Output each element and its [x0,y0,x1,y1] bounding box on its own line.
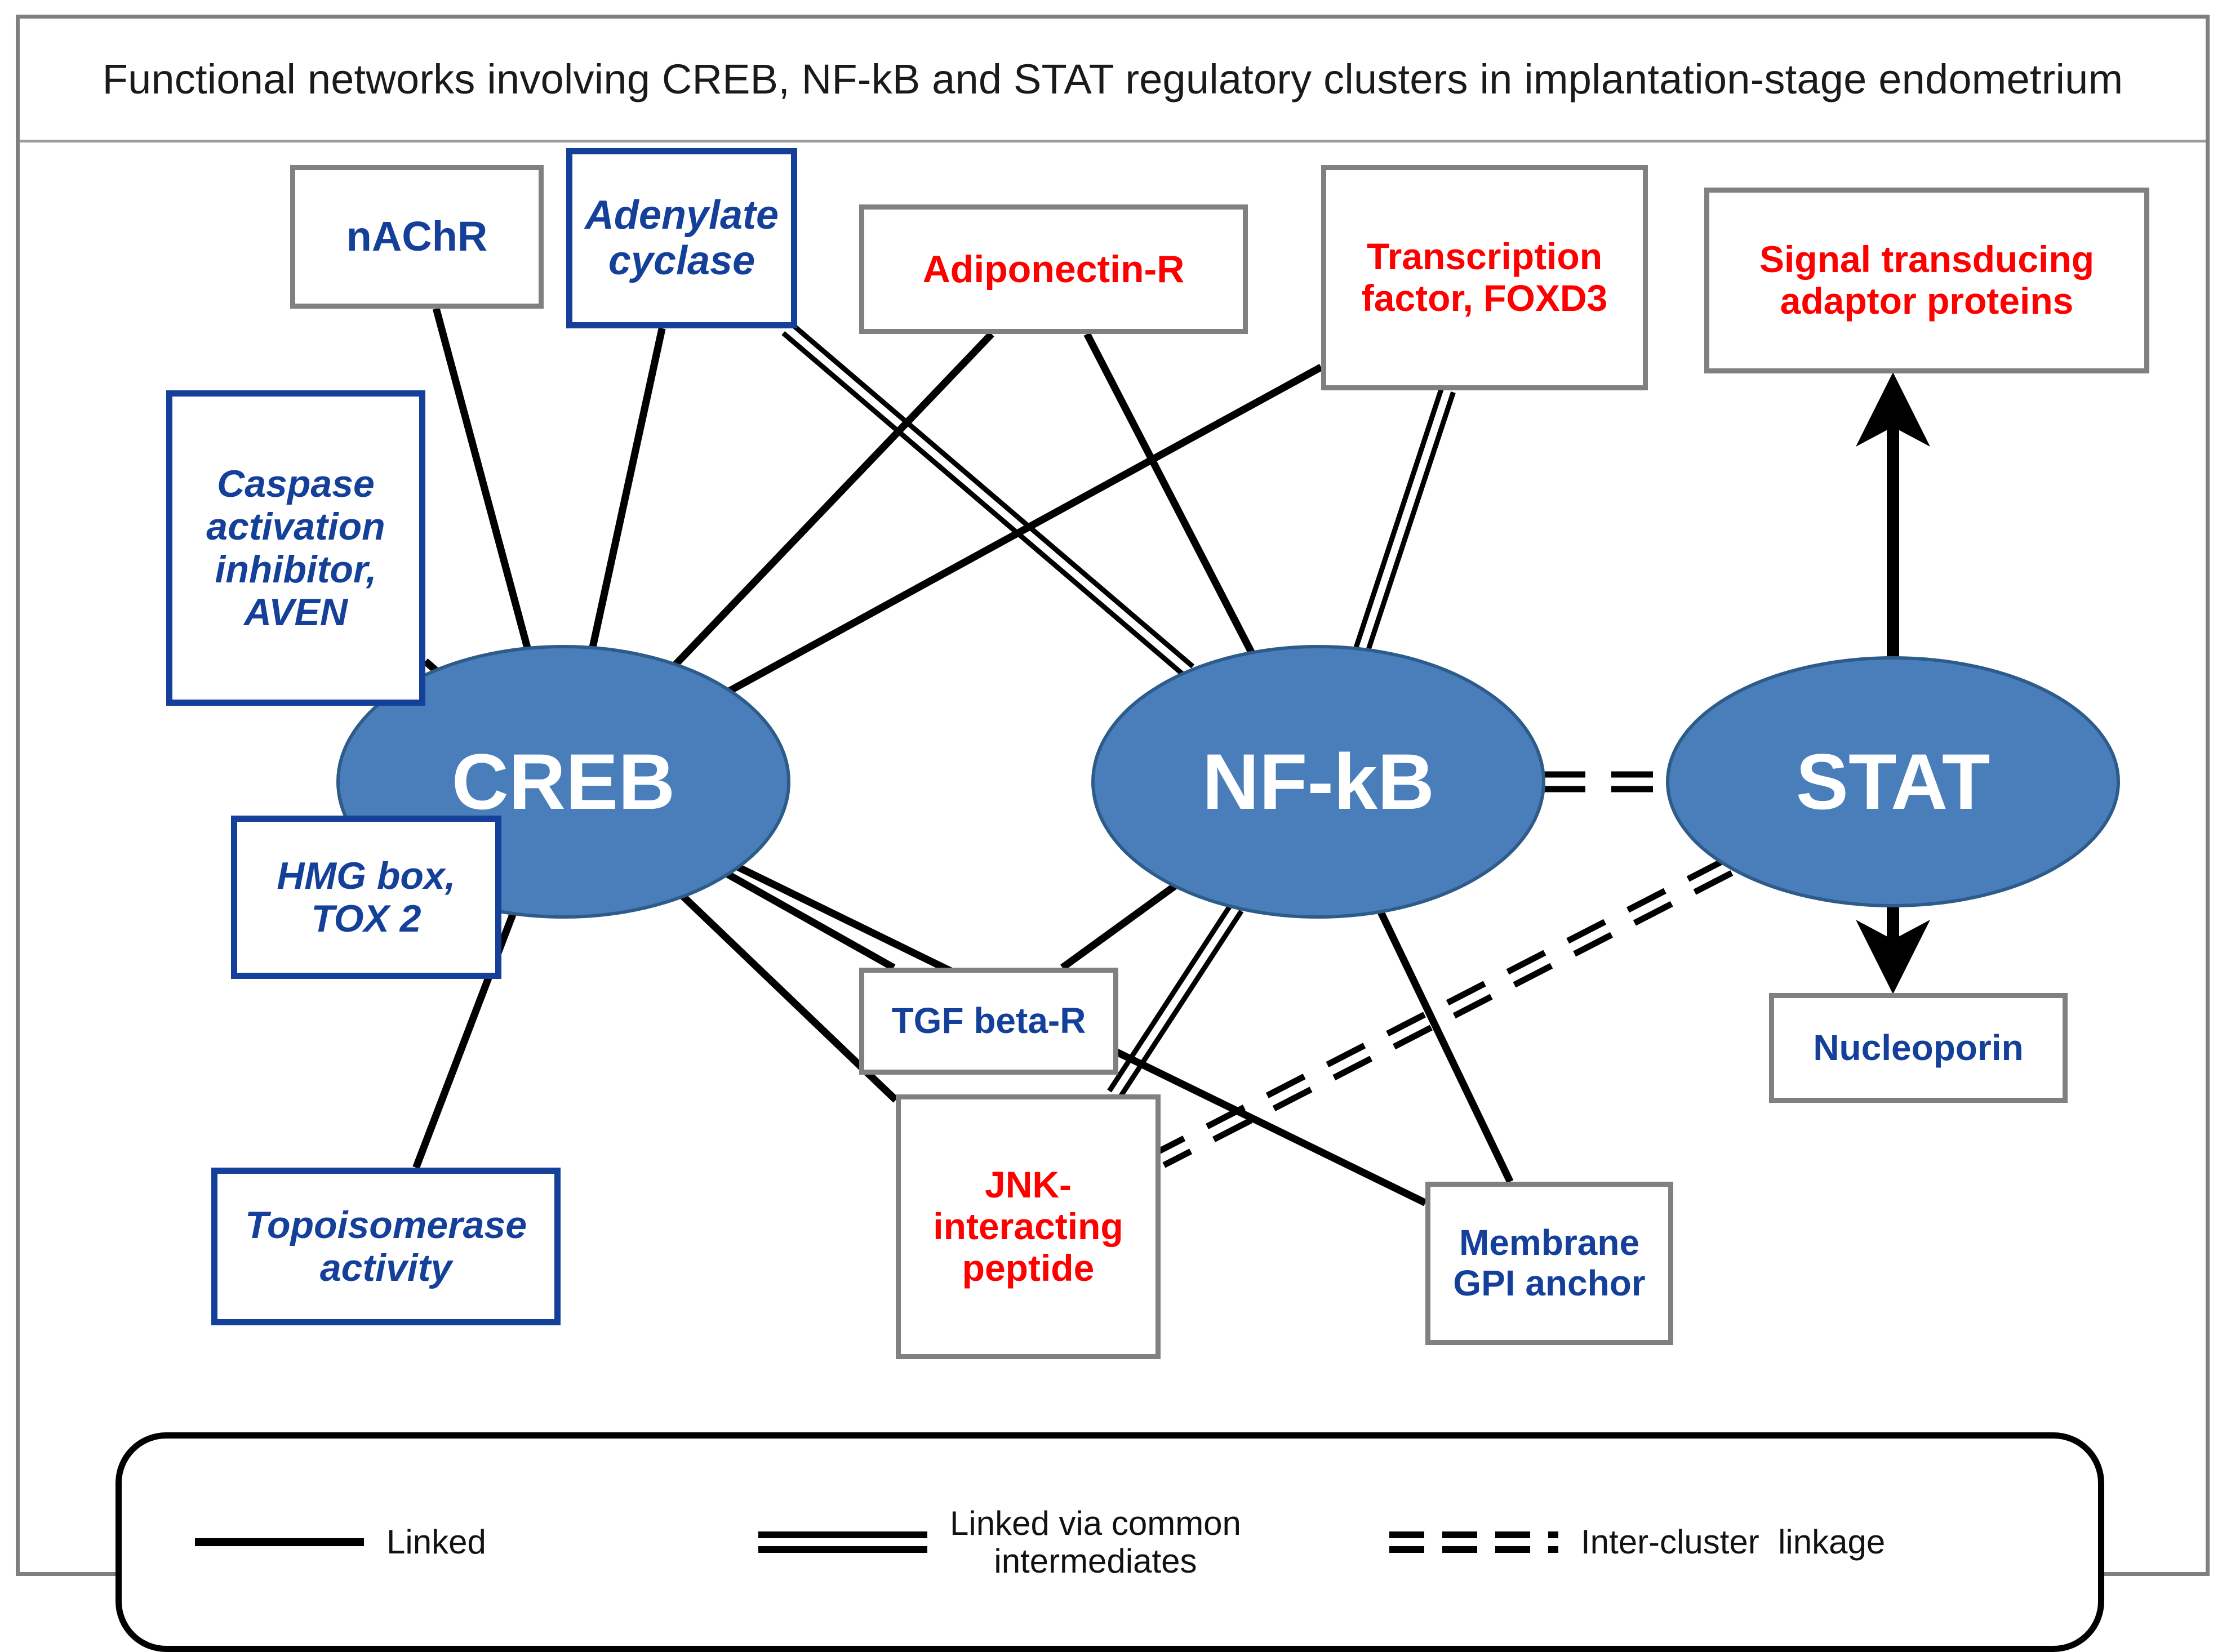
node-label-tgfbr: TGF beta-R [891,1000,1086,1041]
edge-nfkb-gpi [1377,910,1514,1183]
edge-layer [336,308,2120,1206]
legend-swatches [195,1531,1558,1553]
edge-nfkb-tgfbr [1060,883,1177,971]
edge-nachr-creb [432,308,531,649]
edge-adiponectin-nfkb [1083,332,1255,654]
page-title: Functional networks involving CREB, NF-k… [102,56,2123,103]
edge-nfkb-stat [1544,771,1668,792]
edge-adenylate-nfkb [781,322,1195,678]
edge-adiponectin-creb [673,331,994,667]
legend-label-linked: Linked [386,1439,623,1646]
node-label-adiponectin: Adiponectin-R [922,247,1185,291]
node-box-nachr[interactable]: nAChR [290,165,544,309]
node-label-nachr: nAChR [346,213,488,260]
hub-ellipse-nfkb[interactable] [1091,645,1545,919]
legend-label-inter-cluster: Inter-cluster linkage [1581,1439,2088,1646]
edge-creb-tgfbr [726,871,896,971]
legend-swatch-inter-cluster [1389,1531,1558,1553]
node-box-tgfbr[interactable]: TGF beta-R [859,968,1118,1075]
title-bar: Functional networks involving CREB, NF-k… [20,19,2206,143]
legend-label-text-linked: Linked [386,1523,486,1561]
node-box-hmg[interactable]: HMG box,TOX 2 [231,816,501,979]
legend-label-text-inter-cluster: Inter-cluster linkage [1581,1523,1886,1561]
node-label-hmg: HMG box,TOX 2 [277,854,456,940]
node-box-adiponectin[interactable]: Adiponectin-R [859,204,1248,334]
edge-caspase-creb [423,658,438,674]
legend-swatch-common [758,1531,927,1553]
edge-foxd3-creb [728,364,1323,694]
node-label-nucleoporin: Nucleoporin [1813,1027,2024,1068]
hub-ellipse-stat[interactable] [1666,656,2120,907]
node-box-nucleoporin[interactable]: Nucleoporin [1769,993,2068,1103]
diagram-frame: Functional networks involving CREB, NF-k… [16,15,2210,1652]
edge-stat-jnk [1156,857,1734,1168]
edge-nfkb-jnk [1107,903,1244,1099]
edge-adenylate-creb [589,327,666,649]
edge-foxd3-nfkb [1353,388,1456,652]
